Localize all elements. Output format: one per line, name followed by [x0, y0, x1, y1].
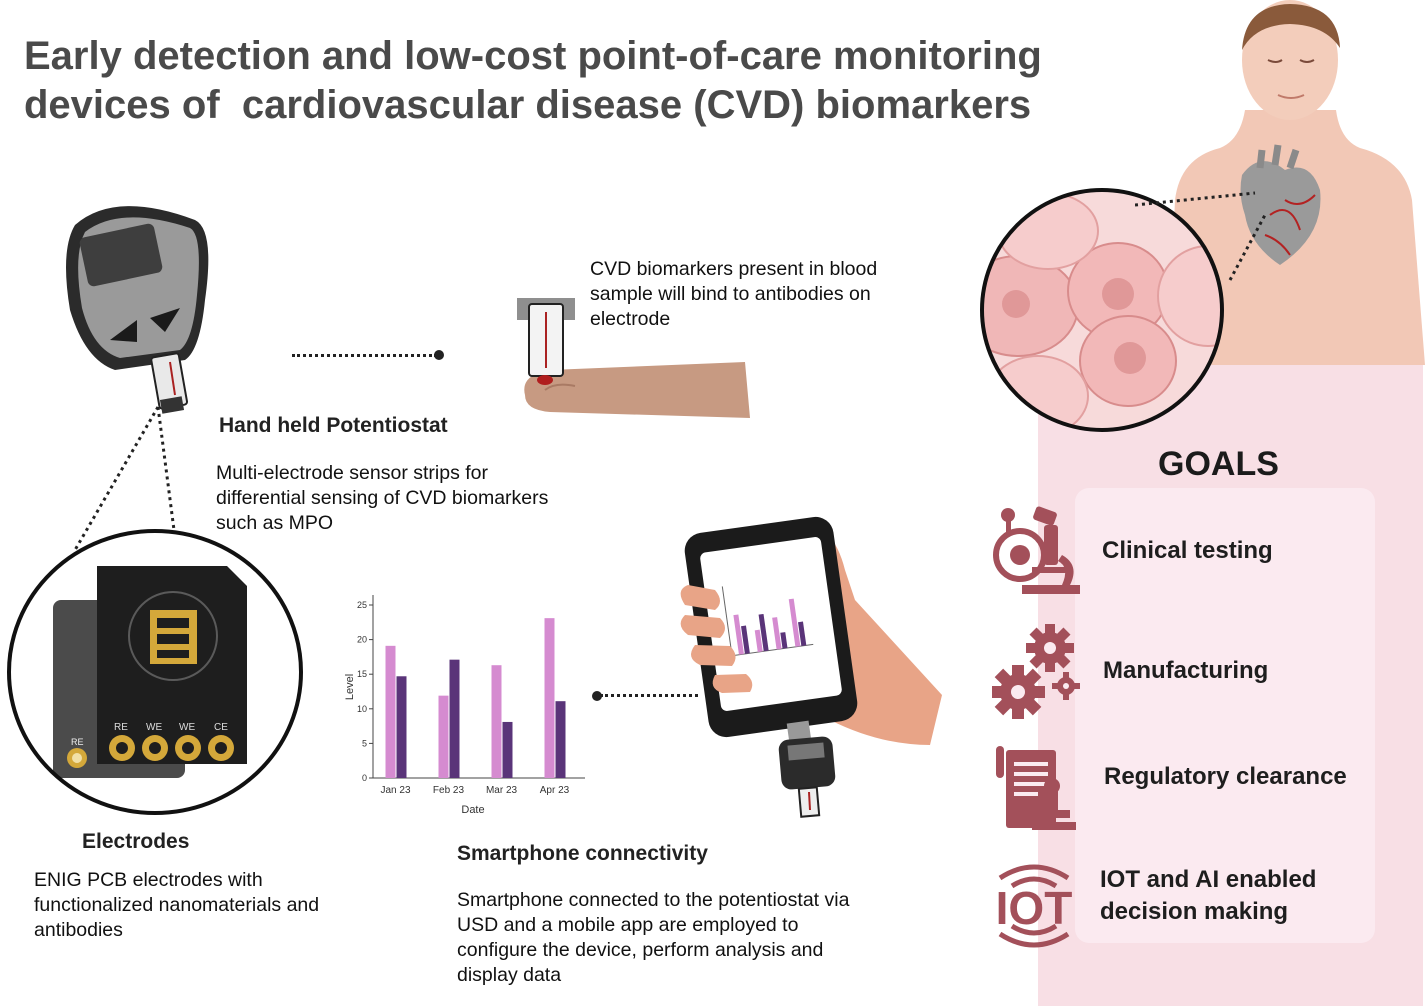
smartphone-label: Smartphone connectivity [457, 842, 708, 865]
x-tick-label: Apr 23 [540, 785, 570, 796]
phone-mini-chart [721, 586, 814, 657]
potentiostat-device[interactable] [55, 190, 215, 422]
chart-to-phone-connector [600, 694, 698, 697]
bar-series-1-3 [544, 618, 555, 778]
device-to-finger-connector [292, 354, 437, 357]
bar-series-1-2 [491, 665, 502, 778]
electrode-pin-label-1: RE [114, 722, 128, 733]
connector-dot [434, 350, 444, 360]
electrode-pin-label-3: WE [179, 722, 195, 733]
x-tick-label: Feb 23 [433, 785, 465, 796]
electrodes-description: ENIG PCB electrodes with functionalized … [34, 869, 320, 941]
smartphone-in-hand-illustration[interactable] [680, 510, 945, 822]
electrode-pins [109, 735, 234, 761]
bar-series-1-0 [385, 645, 396, 778]
title-line-1: Early detection and low-cost point-of-ca… [24, 34, 1042, 78]
microscope-virus-icon [993, 506, 1080, 594]
smartphone-description: Smartphone connected to the potentiostat… [457, 889, 850, 986]
heart-zoom-connector [1135, 191, 1267, 281]
bar-series-2-1 [449, 659, 460, 778]
y-axis-title: Level [344, 674, 356, 700]
cell-zoom-circle [980, 188, 1224, 432]
page-title: Early detection and low-cost point-of-ca… [24, 32, 1104, 130]
level-bar-chart: 0 5 10 15 20 25 Jan 23 Feb 23 Mar 23 Apr 23 Leve… [344, 595, 585, 816]
goal-manufacturing: Manufacturing [1103, 657, 1269, 684]
y-tick-label: 20 [357, 635, 367, 645]
back-electrode-pin-label: RE [71, 737, 84, 747]
gears-icon [992, 624, 1080, 719]
goal-iot-ai: IOT and AI enabled decision making [1100, 866, 1317, 925]
goal-clinical-testing: Clinical testing [1102, 537, 1273, 564]
electrode-zoom-circle: RE RE WE WE CE [7, 529, 303, 815]
potentiostat-description: Multi-electrode sensor strips for differ… [216, 462, 549, 534]
chart-connector-dot [592, 691, 602, 701]
x-tick-label: Mar 23 [486, 785, 518, 796]
y-tick-label: 25 [357, 600, 367, 610]
electrodes-label: Electrodes [82, 830, 190, 853]
goals-inner-card [1075, 488, 1375, 943]
heart-illustration [1240, 144, 1321, 265]
x-tick-label: Jan 23 [380, 785, 410, 796]
bar-series-1-1 [438, 695, 449, 778]
blood-sample-description: CVD biomarkers present in blood sample w… [590, 258, 878, 330]
document-stamp-icon [996, 746, 1076, 830]
electrode-pin-label-4: CE [214, 722, 228, 733]
bar-series-2-2 [502, 721, 513, 778]
iot-icon: IOT [996, 864, 1073, 948]
title-line-2: devices of cardiovascular disease (CVD) … [24, 83, 1032, 127]
iot-icon-label: IOT [996, 882, 1073, 934]
potentiostat-label: Hand held Potentiostat [219, 414, 448, 437]
goals-title: GOALS [1158, 445, 1279, 483]
finger-blood-sample-illustration [517, 298, 750, 418]
x-axis-title: Date [461, 804, 484, 816]
y-tick-label: 5 [362, 738, 367, 748]
bar-series-2-0 [396, 676, 407, 778]
goal-regulatory-clearance: Regulatory clearance [1104, 763, 1347, 790]
y-tick-label: 0 [362, 773, 367, 783]
human-torso-illustration [1168, 0, 1425, 365]
y-tick-label: 15 [357, 669, 367, 679]
electrode-pin-label-2: WE [146, 722, 162, 733]
bar-series-2-3 [555, 701, 566, 778]
y-tick-label: 10 [357, 704, 367, 714]
